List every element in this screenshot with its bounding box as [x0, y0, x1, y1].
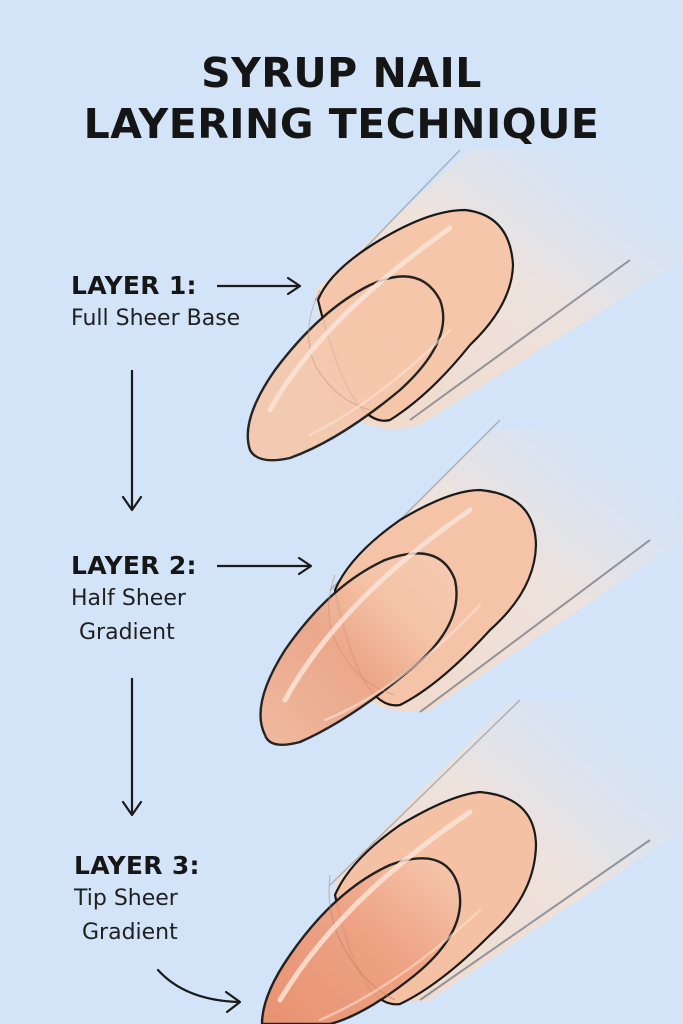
layer-1-description: Full Sheer Base: [71, 302, 240, 336]
layer-3-description-line-1: Tip Sheer: [74, 886, 178, 911]
title-line-1: SYRUP NAIL: [201, 49, 482, 97]
layer-3-label: LAYER 3: Tip Sheer Gradient: [74, 850, 200, 950]
layer-1-label: LAYER 1: Full Sheer Base: [71, 270, 240, 336]
arrow-right-icon-layer-2: [217, 556, 313, 576]
curved-arrow-icon-layer-3: [156, 968, 242, 1014]
layer-1-description-line-1: Full Sheer Base: [71, 306, 241, 331]
arrow-right-icon-layer-1: [217, 276, 302, 296]
title-line-2: LAYERING TECHNIQUE: [83, 100, 600, 148]
arrow-down-icon-1: [121, 370, 143, 512]
layer-2-description-line-1: Half Sheer: [71, 586, 186, 611]
layer-3-description: Tip Sheer Gradient: [74, 882, 200, 950]
page-title: SYRUP NAIL LAYERING TECHNIQUE: [0, 48, 683, 150]
layer-3-description-line-2: Gradient: [82, 920, 178, 945]
finger-layer-2: [259, 419, 683, 746]
layer-2-heading: LAYER 2:: [71, 551, 197, 580]
finger-layer-3: [260, 699, 683, 1024]
layer-2-description: Half Sheer Gradient: [71, 582, 197, 650]
layer-2-label: LAYER 2: Half Sheer Gradient: [71, 550, 197, 650]
layer-1-heading: LAYER 1:: [71, 271, 197, 300]
arrow-down-icon-2: [121, 678, 143, 817]
finger-layer-1: [246, 149, 683, 462]
layer-3-heading: LAYER 3:: [74, 851, 200, 880]
layer-2-description-line-2: Gradient: [79, 620, 175, 645]
